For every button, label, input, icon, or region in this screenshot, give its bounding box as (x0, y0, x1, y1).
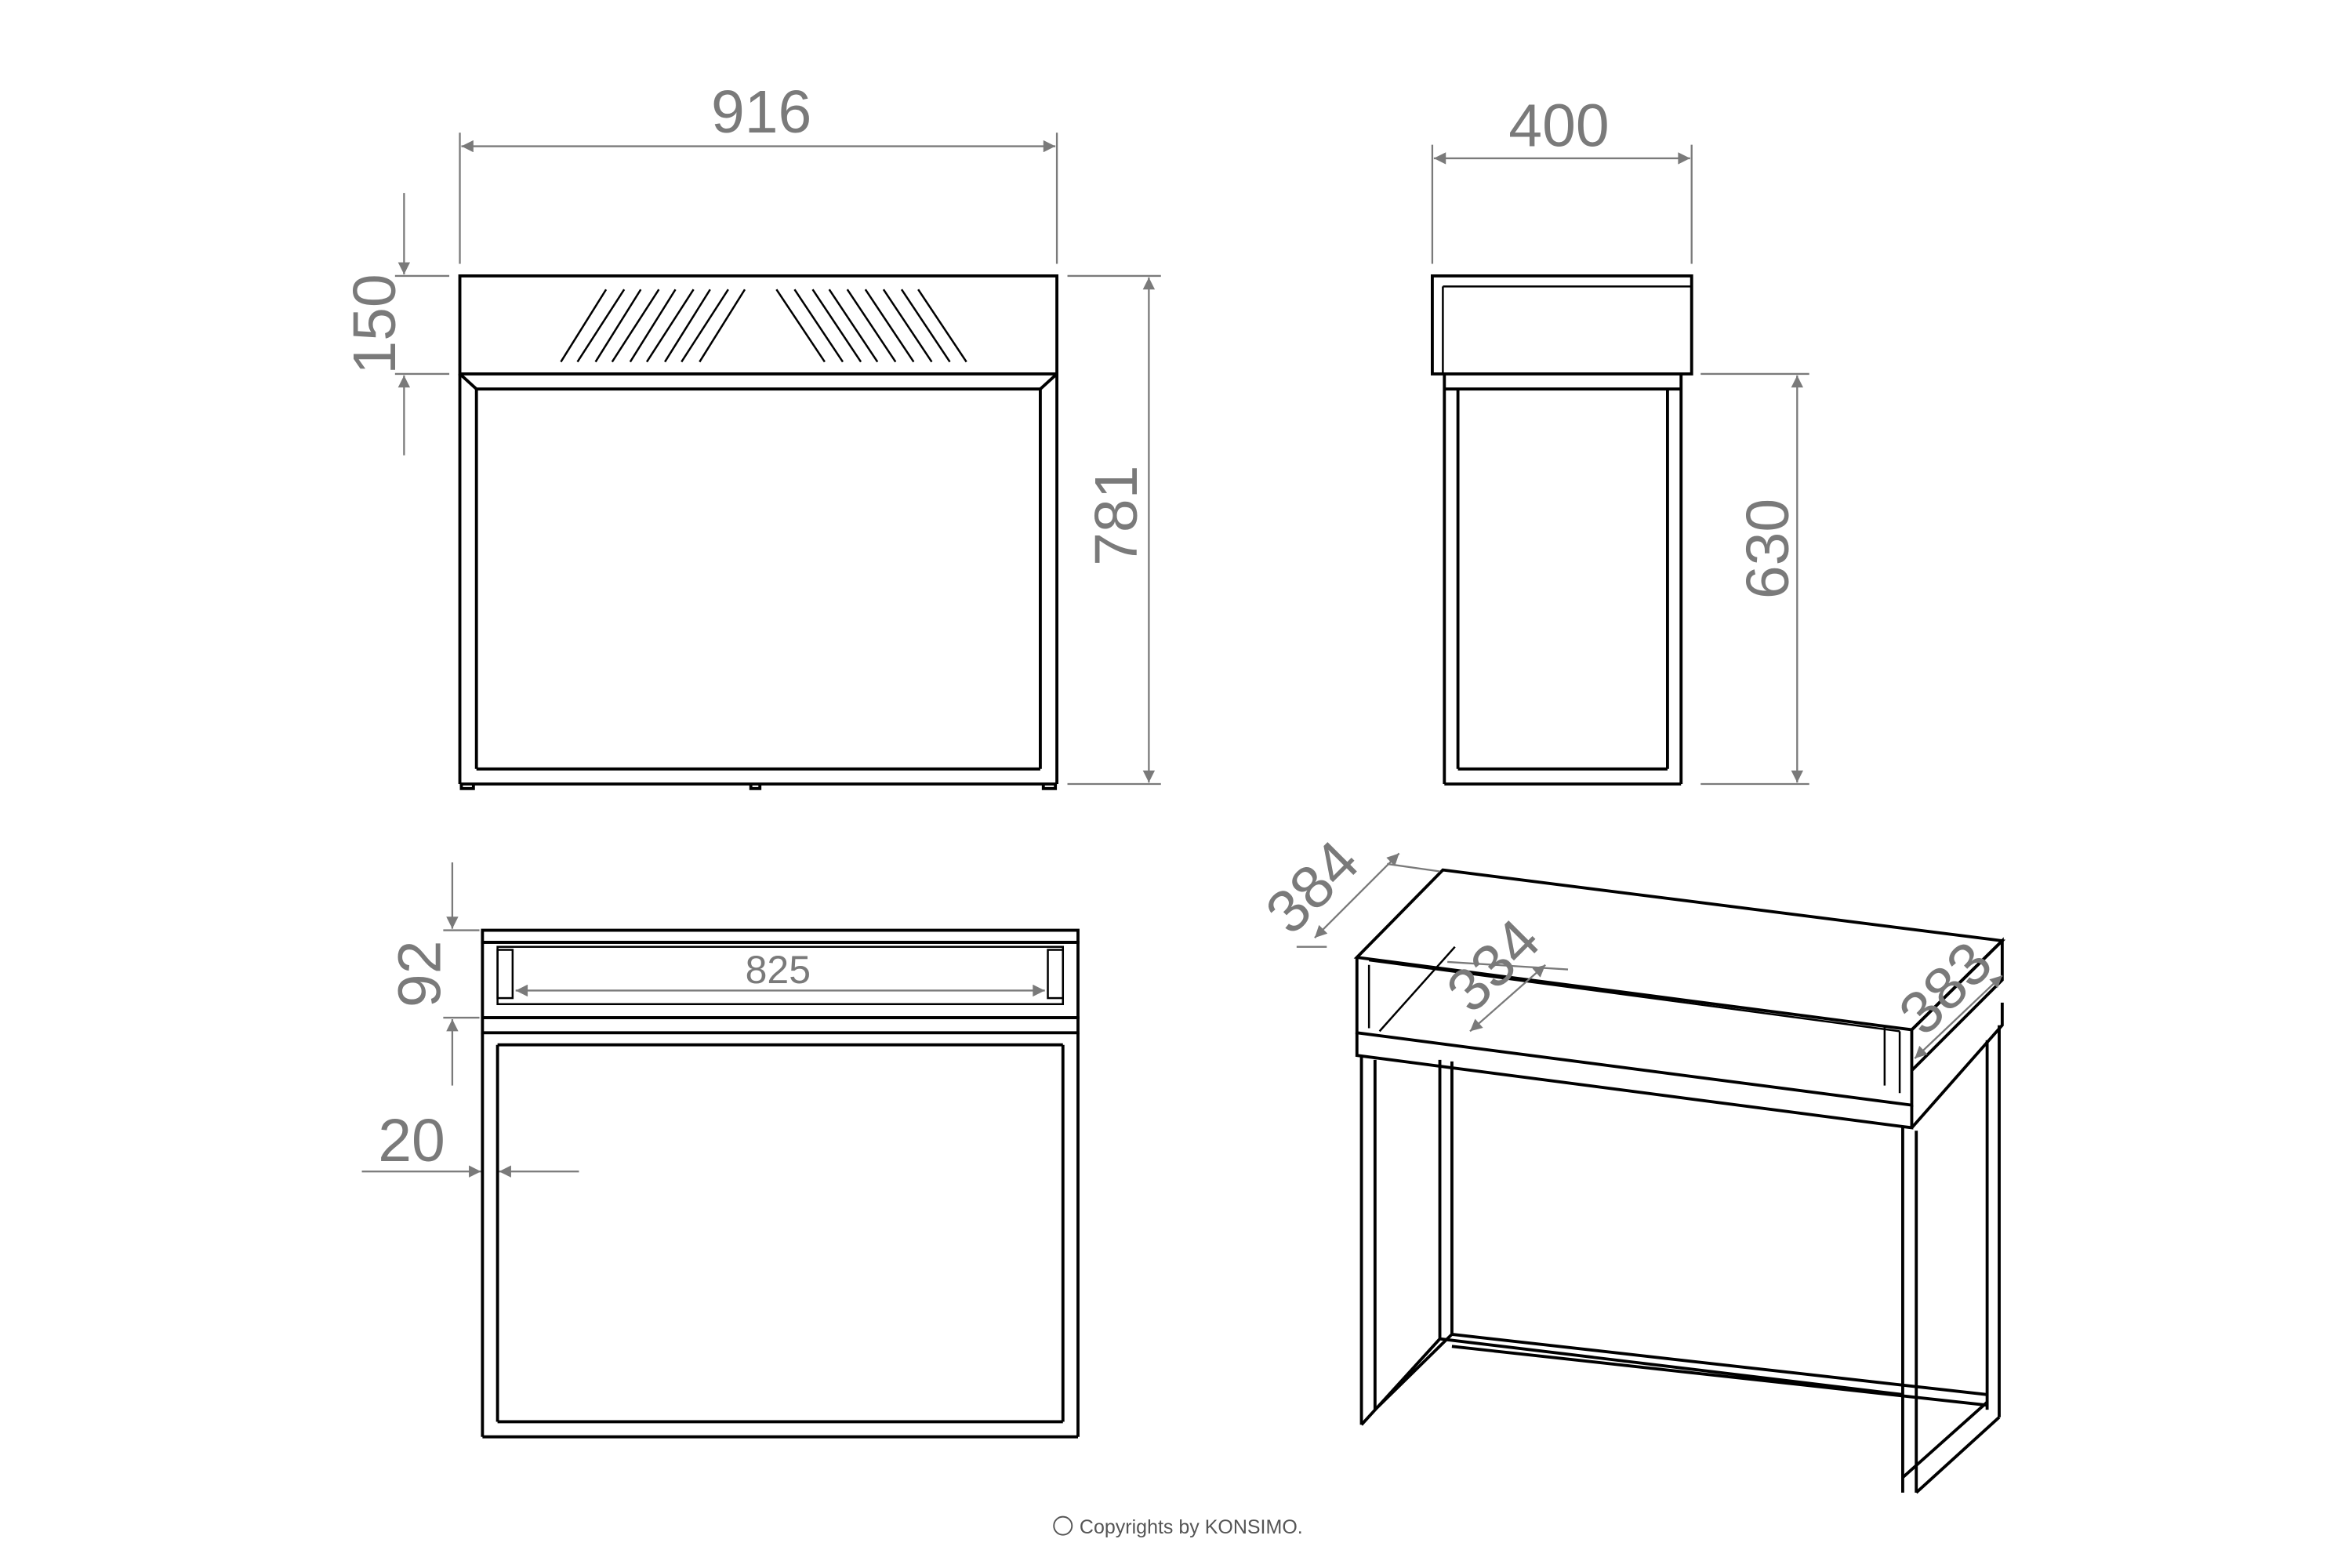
dim-box-height-150: 150 (341, 274, 408, 374)
dim-frame-20: 20 (378, 1107, 445, 1174)
back-view: 92 825 20 (361, 862, 1080, 1439)
side-view: 400 630 (1431, 93, 1809, 786)
copyright-icon (1053, 1515, 1073, 1536)
dim-depth-400: 400 (1508, 93, 1609, 160)
dim-frame-height-630: 630 (1734, 499, 1802, 599)
dim-drawer-height-92: 92 (387, 941, 454, 1008)
dim-drawer-width-825: 825 (746, 948, 811, 992)
copyright-notice: Copyrights by KONSIMO. (1053, 1515, 1303, 1538)
dim-width-916: 916 (711, 78, 811, 146)
dim-height-781: 781 (1083, 466, 1150, 566)
vent-slots-right (775, 289, 967, 363)
iso-view: 384 334 383 (1253, 828, 2006, 1494)
dim-top-depth-384: 384 (1253, 828, 1372, 947)
dim-inner-depth-334: 334 (1434, 906, 1553, 1025)
front-view: 916 150 781 (341, 78, 1161, 790)
vent-slots-left (560, 289, 746, 363)
copyright-text: Copyrights by KONSIMO. (1080, 1516, 1303, 1538)
